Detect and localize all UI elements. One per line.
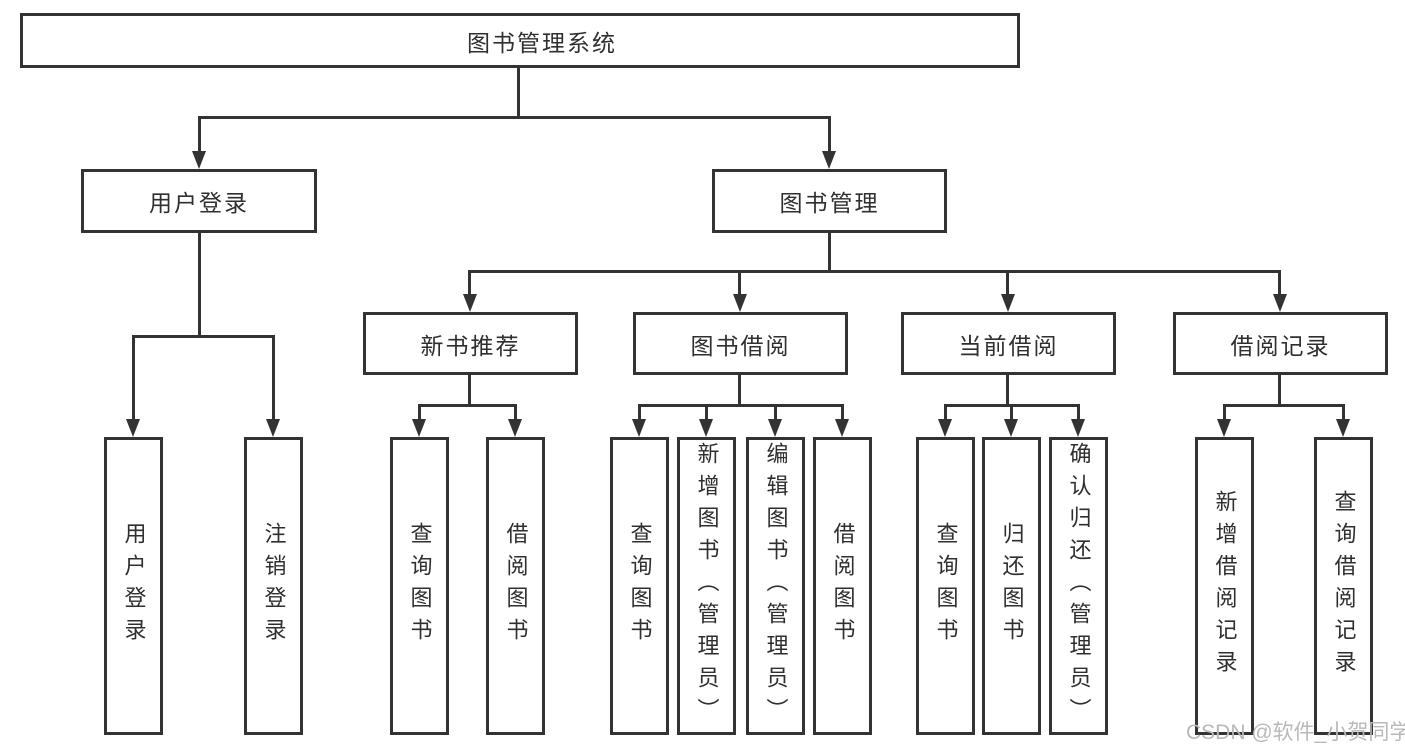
connector-line [638, 404, 844, 407]
node-label: 图书借阅 [690, 332, 791, 359]
arrowhead [1273, 294, 1287, 312]
connector-line [198, 233, 201, 338]
arrowhead [192, 151, 206, 169]
connector-line [468, 270, 471, 296]
node-label: 当前借阅 [958, 332, 1059, 359]
connector-line [774, 404, 777, 421]
leaf-records-add-record: 新增借阅记录 [1195, 437, 1254, 735]
connector-line [1342, 404, 1345, 421]
leaf-borrowing-add-books: 新增图书（管理员） [677, 437, 736, 735]
node-label: 借阅记录 [1230, 332, 1331, 359]
connector-line [132, 335, 275, 338]
leaf-borrowing-query-books: 查询图书 [610, 437, 669, 735]
node-label: 查询图书 [407, 522, 433, 650]
connector-line [468, 375, 471, 406]
connector-line [1006, 270, 1009, 296]
node-book-borrowing: 图书借阅 [633, 312, 848, 375]
leaf-user-login: 用户登录 [104, 437, 163, 735]
connector-line [198, 116, 831, 119]
arrowhead [1001, 294, 1015, 312]
connector-line [1278, 270, 1281, 296]
leaf-current-query-books: 查询图书 [916, 437, 975, 735]
connector-line [272, 335, 275, 421]
node-label: 新增图书（管理员） [694, 442, 720, 730]
node-label: 图书管理系统 [467, 29, 617, 56]
arrowhead [1336, 419, 1350, 437]
arrowhead [768, 419, 782, 437]
node-label: 注销登录 [261, 522, 287, 650]
connector-line [828, 116, 831, 153]
connector-line [514, 404, 517, 421]
connector-line [705, 404, 708, 421]
leaf-recommend-query-books: 查询图书 [390, 437, 449, 735]
node-book-management: 图书管理 [712, 169, 947, 233]
leaf-records-query-record: 查询借阅记录 [1314, 437, 1373, 735]
leaf-logout: 注销登录 [244, 437, 303, 735]
node-label: 新增借阅记录 [1212, 490, 1238, 682]
connector-line [198, 116, 201, 153]
node-user-login: 用户登录 [81, 169, 317, 233]
arrowhead [126, 419, 140, 437]
arrowhead [463, 294, 477, 312]
node-borrowing-records: 借阅记录 [1173, 312, 1388, 375]
node-label: 用户登录 [121, 522, 147, 650]
node-label: 借阅图书 [503, 522, 529, 650]
connector-line [1223, 404, 1226, 421]
node-label: 确认归还（管理员） [1066, 442, 1092, 730]
connector-line [418, 404, 517, 407]
node-label: 归还图书 [999, 522, 1025, 650]
node-label: 新书推荐 [420, 332, 521, 359]
node-label: 编辑图书（管理员） [763, 442, 789, 730]
connector-line [738, 270, 741, 296]
leaf-borrowing-edit-books: 编辑图书（管理员） [746, 437, 805, 735]
connector-line [638, 404, 641, 421]
connector-line [738, 375, 741, 406]
node-label: 查询图书 [627, 522, 653, 650]
arrowhead [699, 419, 713, 437]
node-label: 查询借阅记录 [1331, 490, 1357, 682]
node-label: 借阅图书 [830, 522, 856, 650]
connector-line [841, 404, 844, 421]
connector-line [1010, 404, 1013, 421]
connector-line [944, 404, 947, 421]
connector-line [132, 335, 135, 421]
arrowhead [938, 419, 952, 437]
node-new-book-recommend: 新书推荐 [363, 312, 578, 375]
connector-line [828, 233, 831, 273]
connector-line [1077, 404, 1080, 421]
connector-line [1278, 375, 1281, 406]
node-label: 图书管理 [779, 190, 880, 216]
arrowhead [508, 419, 522, 437]
connector-line [418, 404, 421, 421]
arrowhead [1004, 419, 1018, 437]
arrowhead [1071, 419, 1085, 437]
arrowhead [412, 419, 426, 437]
arrowhead [1217, 419, 1231, 437]
arrowhead [266, 419, 280, 437]
arrowhead [733, 294, 747, 312]
arrowhead [822, 151, 836, 169]
node-label: 用户登录 [149, 190, 249, 216]
connector-line [517, 67, 520, 119]
node-current-borrowing: 当前借阅 [901, 312, 1116, 375]
arrowhead [632, 419, 646, 437]
node-root: 图书管理系统 [20, 13, 1020, 68]
connector-line [1223, 404, 1345, 407]
leaf-current-confirm-return: 确认归还（管理员） [1049, 437, 1108, 735]
connector-line [468, 270, 1281, 273]
connector-line [1006, 375, 1009, 406]
leaf-recommend-borrow-books: 借阅图书 [486, 437, 545, 735]
leaf-current-return-books: 归还图书 [982, 437, 1041, 735]
arrowhead [835, 419, 849, 437]
watermark: CSDN @软件_小贺同学 [1186, 721, 1405, 744]
leaf-borrowing-borrow-books: 借阅图书 [813, 437, 872, 735]
node-label: 查询图书 [933, 522, 959, 650]
